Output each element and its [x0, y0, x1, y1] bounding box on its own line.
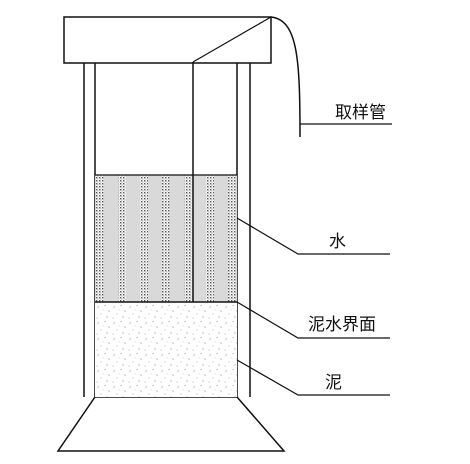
water-stripe [228, 175, 236, 302]
cap-diagonal [192, 16, 272, 63]
label-mud-water-interface: 泥水界面 [308, 315, 376, 335]
leader-line-mud [236, 359, 390, 396]
sampling-tube-outlet [270, 16, 301, 138]
leader-line-mud-water-interface [236, 301, 390, 339]
label-mud: 泥 [325, 373, 342, 393]
label-water: 水 [329, 232, 346, 252]
water-stripe [206, 175, 214, 302]
leader-line-water [236, 217, 390, 255]
water-stripe [96, 175, 104, 302]
water-region [95, 175, 237, 302]
label-sampling-tube: 取样管 [335, 103, 386, 123]
column-top-cap [63, 16, 272, 64]
water-stripe [118, 175, 126, 302]
column-base [56, 396, 286, 452]
water-stripe [162, 175, 170, 302]
mud-region [95, 302, 237, 397]
water-stripe [140, 175, 148, 302]
water-stripe [184, 175, 192, 302]
